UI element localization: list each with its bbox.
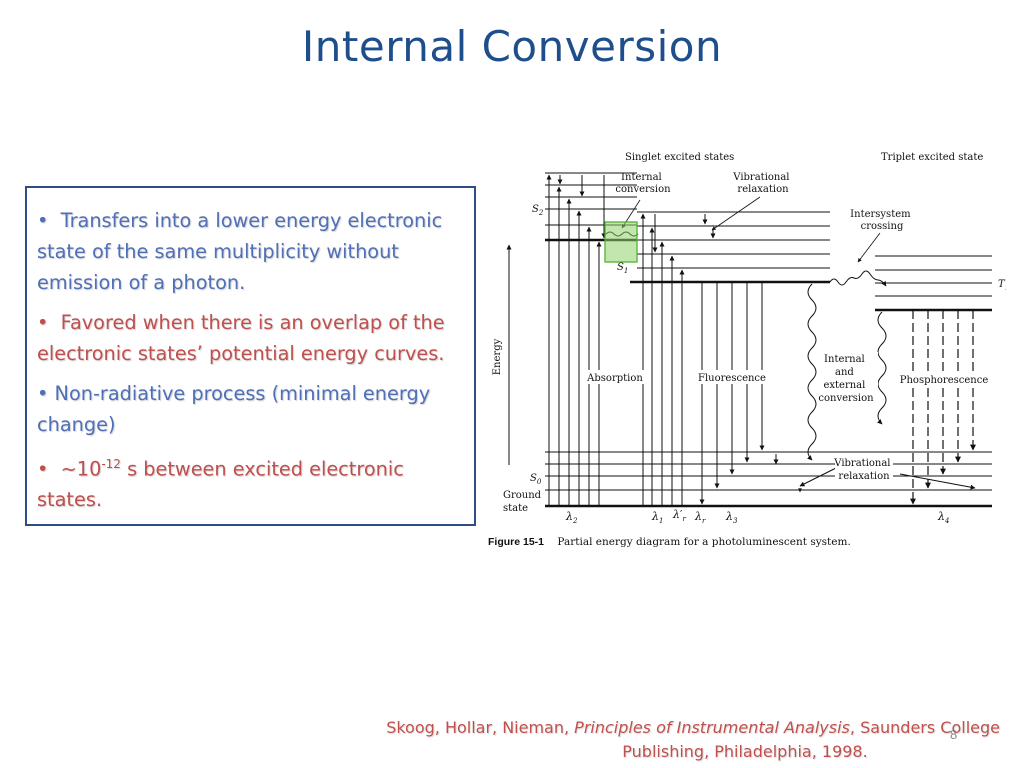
- ground-relaxation-arrows: [773, 454, 976, 490]
- slide-title: Internal Conversion: [301, 22, 723, 71]
- s2-relaxation-arrows: [557, 175, 607, 239]
- vibrational-relaxation-top-label: Vibrational relaxation: [732, 172, 792, 195]
- overlap-highlight-box: [604, 221, 638, 263]
- bullet-4-superscript: -12: [101, 457, 121, 471]
- lambda3-label: λ3: [725, 510, 738, 525]
- internal-external-label-bg: [820, 352, 878, 408]
- citation-book: Principles of Instrumental Analysis: [574, 718, 850, 737]
- s1-levels: [630, 211, 830, 284]
- ground-state-label: Ground state: [503, 490, 544, 514]
- bullet-marker: •: [37, 311, 49, 334]
- bullet-3: • Non-radiative process (minimal energy …: [37, 378, 466, 440]
- bullet-2: • Favored when there is an overlap of th…: [37, 307, 466, 369]
- fluorescence-label-bg: [697, 370, 767, 384]
- s0-label: S0: [530, 473, 542, 486]
- citation-publisher-line2: Publishing, Philadelphia, 1998.: [622, 742, 868, 761]
- intersystem-crossing-label: Intersystem crossing: [850, 209, 914, 232]
- page-number: 8: [950, 727, 958, 742]
- citation: Skoog, Hollar, Nieman, Principles of Ins…: [360, 716, 1000, 764]
- lambda2-label: λ2: [565, 510, 578, 525]
- fluorescence-arrows: [699, 282, 765, 505]
- triplet-conversion-wave: [877, 311, 887, 425]
- intersystem-crossing-wave: [829, 270, 887, 287]
- bullet-1-text: Transfers into a lower energy electronic…: [37, 209, 443, 294]
- internal-external-label: Internal and external conversion: [818, 354, 874, 404]
- internal-external-conversion-wave: [807, 283, 817, 461]
- bullet-4-suffix: s between excited electronic states.: [37, 457, 404, 512]
- bullet-4: • ~10-12 s between excited electronic st…: [37, 449, 466, 515]
- energy-diagram-figure: Energy: [488, 152, 1006, 548]
- lambda-r-label: λr: [694, 510, 706, 525]
- bullet-2-text: Favored when there is an overlap of the …: [37, 311, 445, 365]
- t1-levels: [875, 255, 992, 312]
- bullet-marker: •: [37, 209, 49, 232]
- absorption-arrows: [546, 174, 685, 506]
- label-pointer-lines: [621, 196, 881, 493]
- s1-relaxation-arrows: [652, 214, 716, 253]
- fluorescence-label: Fluorescence: [698, 373, 766, 384]
- phosphorescence-label: Phosphorescence: [900, 375, 989, 386]
- t1-label: T1: [998, 279, 1006, 292]
- lambda1-label: λ1: [651, 510, 663, 525]
- s1-label: S1: [617, 262, 628, 275]
- bullet-box: • Transfers into a lower energy electron…: [25, 186, 476, 526]
- energy-axis-label: Energy: [492, 338, 503, 375]
- vibrational-relaxation-bottom-label: Vibrational relaxation: [833, 458, 893, 482]
- vibrational-relaxation-bottom-bg: [835, 456, 893, 484]
- phosphorescence-arrows: [910, 310, 976, 505]
- absorption-label: Absorption: [586, 373, 643, 384]
- bullet-marker: •: [37, 457, 49, 481]
- bullet-4-prefix: ~10: [60, 457, 102, 481]
- triplet-label: Triplet excited state: [881, 152, 983, 163]
- figure-caption: Figure 15-1 Partial energy diagram for a…: [488, 536, 851, 548]
- citation-publisher-line1: , Saunders College: [849, 718, 1000, 737]
- phosphorescence-label-bg: [898, 372, 990, 386]
- s0-levels: [545, 451, 992, 508]
- lambda4-label: λ4: [937, 510, 949, 525]
- singlet-label: Singlet excited states: [625, 152, 734, 163]
- lambda1-prime-label: λ′r: [672, 508, 686, 523]
- citation-authors: Skoog, Hollar, Nieman,: [386, 718, 575, 737]
- bullet-1: • Transfers into a lower energy electron…: [37, 205, 466, 298]
- bullet-marker: •: [37, 382, 49, 405]
- bullet-3-text: Non-radiative process (minimal energy ch…: [37, 382, 431, 436]
- s2-label: S2: [532, 204, 544, 217]
- absorption-label-bg: [585, 370, 645, 384]
- internal-conversion-label: Internal conversion: [615, 172, 671, 195]
